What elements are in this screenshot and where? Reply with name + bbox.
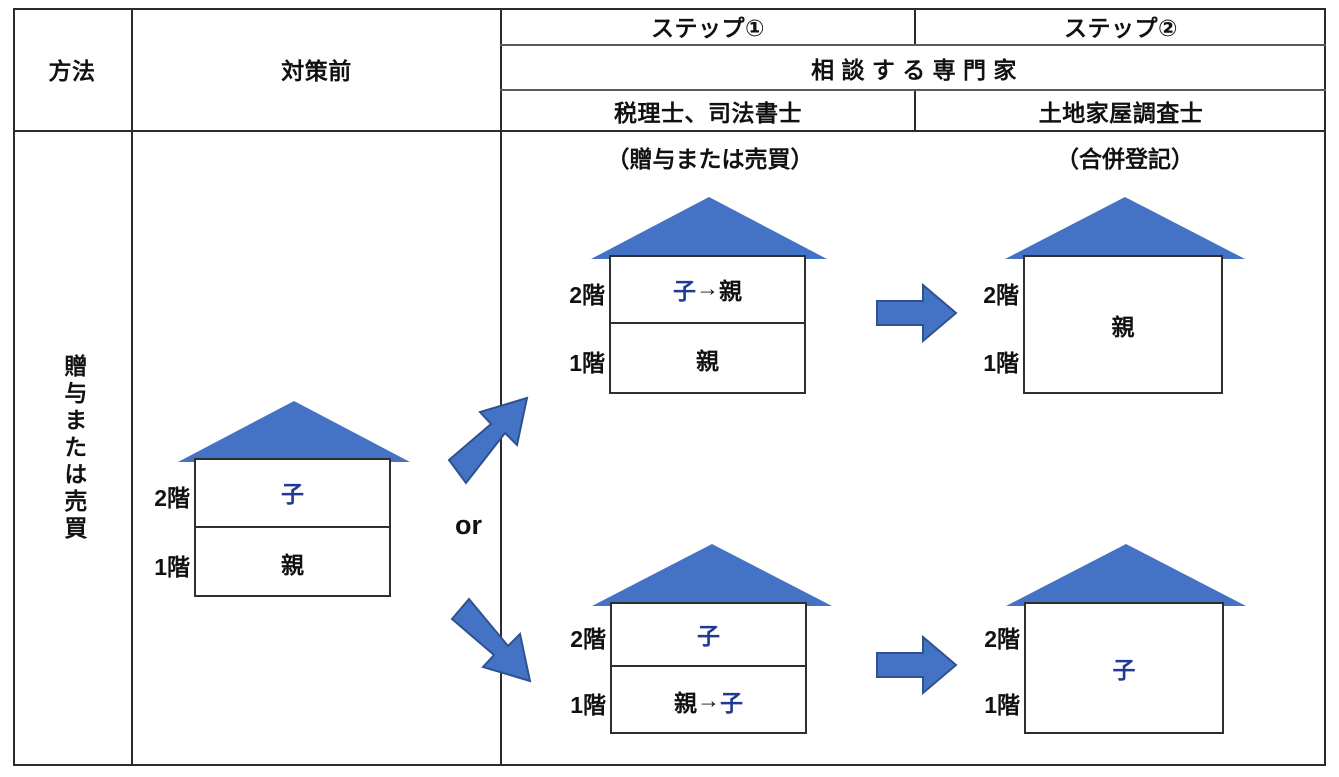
house-step1-top-floor2-from: 子 bbox=[673, 277, 696, 304]
house-step2-bottom-floor1-tag: 1階 bbox=[984, 692, 1020, 718]
or-label: or bbox=[455, 510, 482, 540]
row-label-gift-or-sale: 贈与または売買 bbox=[15, 131, 131, 765]
house-step2-top-floor2-tag: 2階 bbox=[983, 282, 1019, 308]
house-step2-bottom-floor2-tag: 2階 bbox=[984, 626, 1020, 652]
house-step1-top-floor1-tag: 1階 bbox=[569, 350, 605, 376]
house-step1-top-roof-icon bbox=[591, 194, 827, 259]
house-step2-top-roof-icon bbox=[1005, 194, 1245, 259]
house-step1-top-floor2-tag: 2階 bbox=[569, 282, 605, 308]
arrow-up-right-icon bbox=[447, 396, 529, 485]
house-before-floor1-tag: 1階 bbox=[154, 554, 190, 580]
house-before-floor1-text: 親 bbox=[281, 551, 304, 578]
table-hrule-step bbox=[500, 44, 1326, 46]
house-step1-top-floor2-arrow: → bbox=[696, 275, 719, 301]
header-step2-label: ステップ② bbox=[1064, 15, 1178, 41]
house-step1-top-floor2-to: 親 bbox=[719, 277, 742, 304]
house-step2-top-caption: （合併登記） bbox=[1056, 146, 1194, 172]
house-step1-bottom-floor2-text: 子 bbox=[697, 622, 720, 649]
header-method-label: 方法 bbox=[48, 58, 96, 84]
house-step1-bottom-floor1-from: 親 bbox=[674, 689, 697, 716]
arrow-down-right-icon bbox=[450, 597, 532, 683]
house-step2-top-floor1-tag: 1階 bbox=[983, 350, 1019, 376]
table-vrule-step-row1 bbox=[914, 8, 916, 45]
house-before-floor2-tag: 2階 bbox=[154, 485, 190, 511]
house-before-roof-icon bbox=[178, 398, 410, 462]
house-step2-top-merged-text: 親 bbox=[1111, 313, 1135, 340]
row-label-text: 贈与または売買 bbox=[60, 353, 87, 543]
house-step1-top-body bbox=[609, 255, 806, 394]
arrow-right-icon-bottom bbox=[876, 634, 958, 696]
table-outer-frame bbox=[13, 8, 1326, 766]
house-step2-bottom-merged-text: 子 bbox=[1112, 657, 1136, 683]
house-step2-bottom-roof-icon bbox=[1006, 541, 1246, 606]
house-step1-top-floor-divider bbox=[609, 322, 806, 324]
house-step1-bottom-floor1-arrow: → bbox=[697, 687, 720, 713]
house-step1-bottom-body bbox=[610, 602, 807, 734]
header-step2-expert: 土地家屋調査士 bbox=[1038, 99, 1204, 126]
table-hrule-header-bottom bbox=[13, 130, 1326, 132]
table-vrule-method bbox=[131, 8, 133, 766]
header-step1-label: ステップ① bbox=[651, 15, 765, 41]
house-step1-top-floor2-text: 子→親 bbox=[609, 255, 806, 322]
arrow-right-icon-top bbox=[876, 282, 958, 344]
house-step1-bottom-floor1-tag: 1階 bbox=[570, 692, 606, 718]
table-vrule-before bbox=[500, 8, 502, 766]
header-before-label: 対策前 bbox=[281, 58, 352, 84]
table-vrule-step-row3 bbox=[914, 90, 916, 132]
house-step1-top-caption: （贈与または売買） bbox=[606, 146, 814, 172]
house-before-floor-divider bbox=[194, 526, 391, 528]
table-hrule-expert bbox=[500, 89, 1326, 91]
house-before-floor2-text: 子 bbox=[281, 481, 304, 507]
house-step1-bottom-floor1-text: 親→子 bbox=[610, 667, 807, 734]
header-step1-expert: 税理士、司法書士 bbox=[614, 99, 802, 126]
house-step1-top-floor1-text: 親 bbox=[696, 348, 719, 374]
house-step1-bottom-floor2-tag: 2階 bbox=[570, 626, 606, 652]
house-step2-bottom-body bbox=[1024, 602, 1224, 734]
house-step2-top-body bbox=[1023, 255, 1223, 394]
house-step1-bottom-floor1-to: 子 bbox=[720, 689, 743, 716]
house-step1-bottom-floor-divider bbox=[610, 665, 807, 667]
header-expert-row-label: 相 談 す る 専 門 家 bbox=[811, 56, 1017, 83]
house-step1-bottom-roof-icon bbox=[592, 541, 832, 606]
